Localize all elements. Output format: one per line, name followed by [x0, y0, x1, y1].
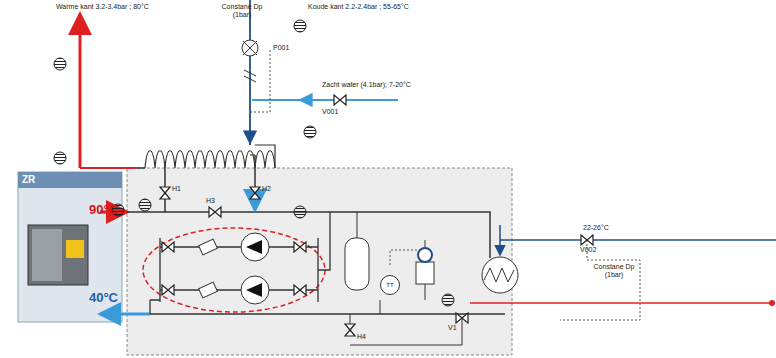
- gauge-symbol: [294, 20, 306, 32]
- valve-tag: P001: [273, 44, 289, 52]
- valve-tag: V002: [580, 246, 596, 254]
- valve-tag: V001: [322, 108, 338, 116]
- valve-tag: H3: [206, 197, 215, 205]
- valve-symbol: [294, 242, 306, 252]
- valve-symbol: [581, 235, 593, 245]
- gauge-symbol: [304, 126, 316, 138]
- valve-symbol: [162, 242, 174, 252]
- valve-symbol: [345, 324, 355, 336]
- valve-symbol: [250, 187, 260, 199]
- annotation: Constane Dp (1bar): [220, 3, 264, 19]
- gauge-symbol: [139, 199, 151, 211]
- compressor-box: ZR 90°C 40°C: [18, 172, 122, 322]
- annotation: Koude kant 2.2-2.4bar ; 55-65°C: [308, 3, 409, 11]
- annotation: Zacht water (4.1bar); 7-20°C: [322, 81, 411, 89]
- node-text: 90°C: [89, 202, 118, 217]
- transmitter-circle: TT: [380, 275, 400, 295]
- valve-symbol: [160, 187, 170, 199]
- valve-tag: H4: [357, 333, 366, 341]
- valve-tag: H2: [262, 185, 271, 193]
- gauge-symbol: [54, 152, 66, 164]
- node-text: 40°C: [89, 290, 118, 305]
- annotation: 22-26°C: [583, 224, 609, 232]
- valve-symbol: [334, 95, 346, 105]
- valve-symbol: [456, 313, 468, 323]
- gauge-symbol: [54, 58, 66, 70]
- valve-symbol: [209, 207, 221, 217]
- valve-tag: H1: [172, 185, 181, 193]
- node-text: TT: [380, 281, 400, 289]
- gauge-symbol: [442, 294, 454, 306]
- valve-symbol: [162, 285, 174, 295]
- valve-tag: V1: [448, 324, 457, 332]
- gauge-symbol: [294, 206, 306, 218]
- annotation: Constane Dp (1bar): [592, 263, 636, 279]
- node-text: ZR: [22, 174, 35, 186]
- annotation: Warme kant 3.2-3.4bar ; 80°C: [56, 3, 149, 11]
- valve-symbol: [294, 285, 306, 295]
